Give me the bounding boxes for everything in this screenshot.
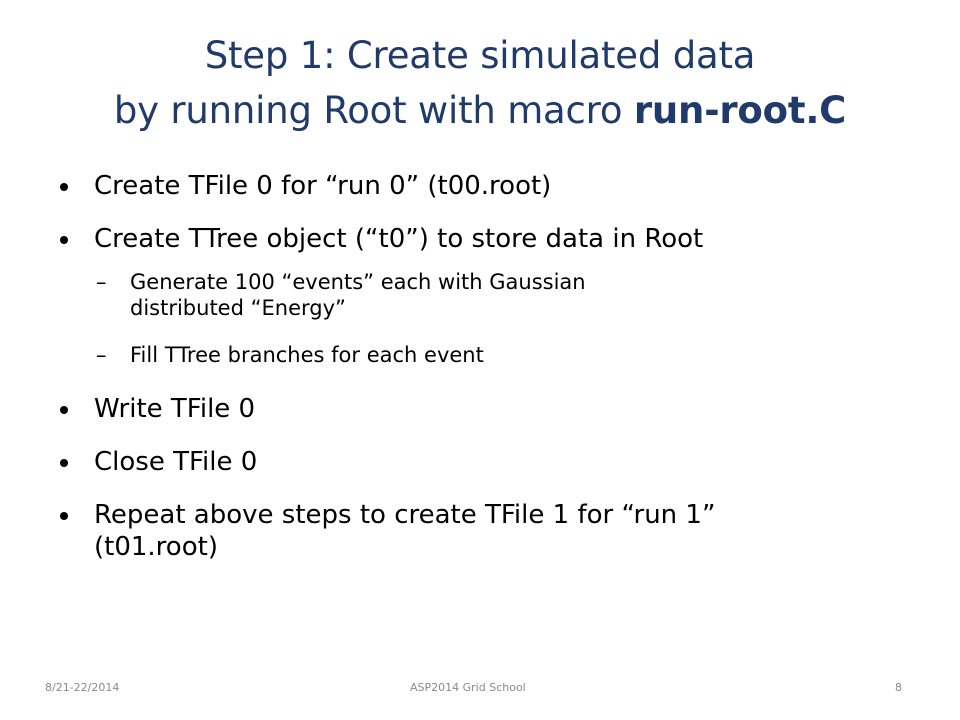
sub-bullet-item: – Generate 100 “events” each with Gaussi… [56, 269, 936, 321]
bullet-text: Close TFile 0 [94, 447, 258, 477]
bullet-icon [60, 406, 68, 414]
bullet-text: Write TFile 0 [94, 394, 256, 424]
page-number: 8 [895, 681, 902, 694]
dash-icon: – [96, 270, 107, 294]
dash-icon: – [96, 343, 107, 367]
bullet-text-line-2: (t01.root) [94, 532, 218, 562]
bullet-icon [60, 183, 68, 191]
title-line-2: by running Root with macro run-root.C [40, 83, 920, 138]
bullet-icon [60, 512, 68, 520]
footer-event-name: ASP2014 Grid School [410, 681, 526, 694]
bullet-list: Create TFile 0 for “run 0” (t00.root) Cr… [56, 170, 936, 584]
bullet-item: Close TFile 0 [56, 446, 936, 478]
bullet-text-line-1: Repeat above steps to create TFile 1 for… [94, 500, 716, 530]
bullet-icon [60, 236, 68, 244]
title-line-2-text: by running Root with macro [113, 89, 634, 132]
bullet-item: Create TTree object (“t0”) to store data… [56, 223, 936, 255]
bullet-item: Repeat above steps to create TFile 1 for… [56, 499, 936, 563]
bullet-item: Create TFile 0 for “run 0” (t00.root) [56, 170, 936, 202]
title-line-1: Step 1: Create simulated data [204, 34, 756, 77]
macro-name: run-root.C [633, 89, 847, 132]
sub-bullet-text-line-1: Generate 100 “events” each with Gaussian [130, 270, 586, 294]
sub-bullet-item: – Fill TTree branches for each event [56, 342, 936, 368]
sub-bullet-text-line-2: distributed “Energy” [130, 296, 346, 320]
bullet-icon [60, 459, 68, 467]
bullet-text: Create TTree object (“t0”) to store data… [94, 224, 704, 254]
sub-bullet-text: Fill TTree branches for each event [130, 343, 484, 367]
slide-title: Step 1: Create simulated data by running… [40, 28, 920, 138]
bullet-item: Write TFile 0 [56, 393, 936, 425]
footer-date: 8/21-22/2014 [45, 681, 120, 694]
bullet-text: Create TFile 0 for “run 0” (t00.root) [94, 171, 552, 201]
